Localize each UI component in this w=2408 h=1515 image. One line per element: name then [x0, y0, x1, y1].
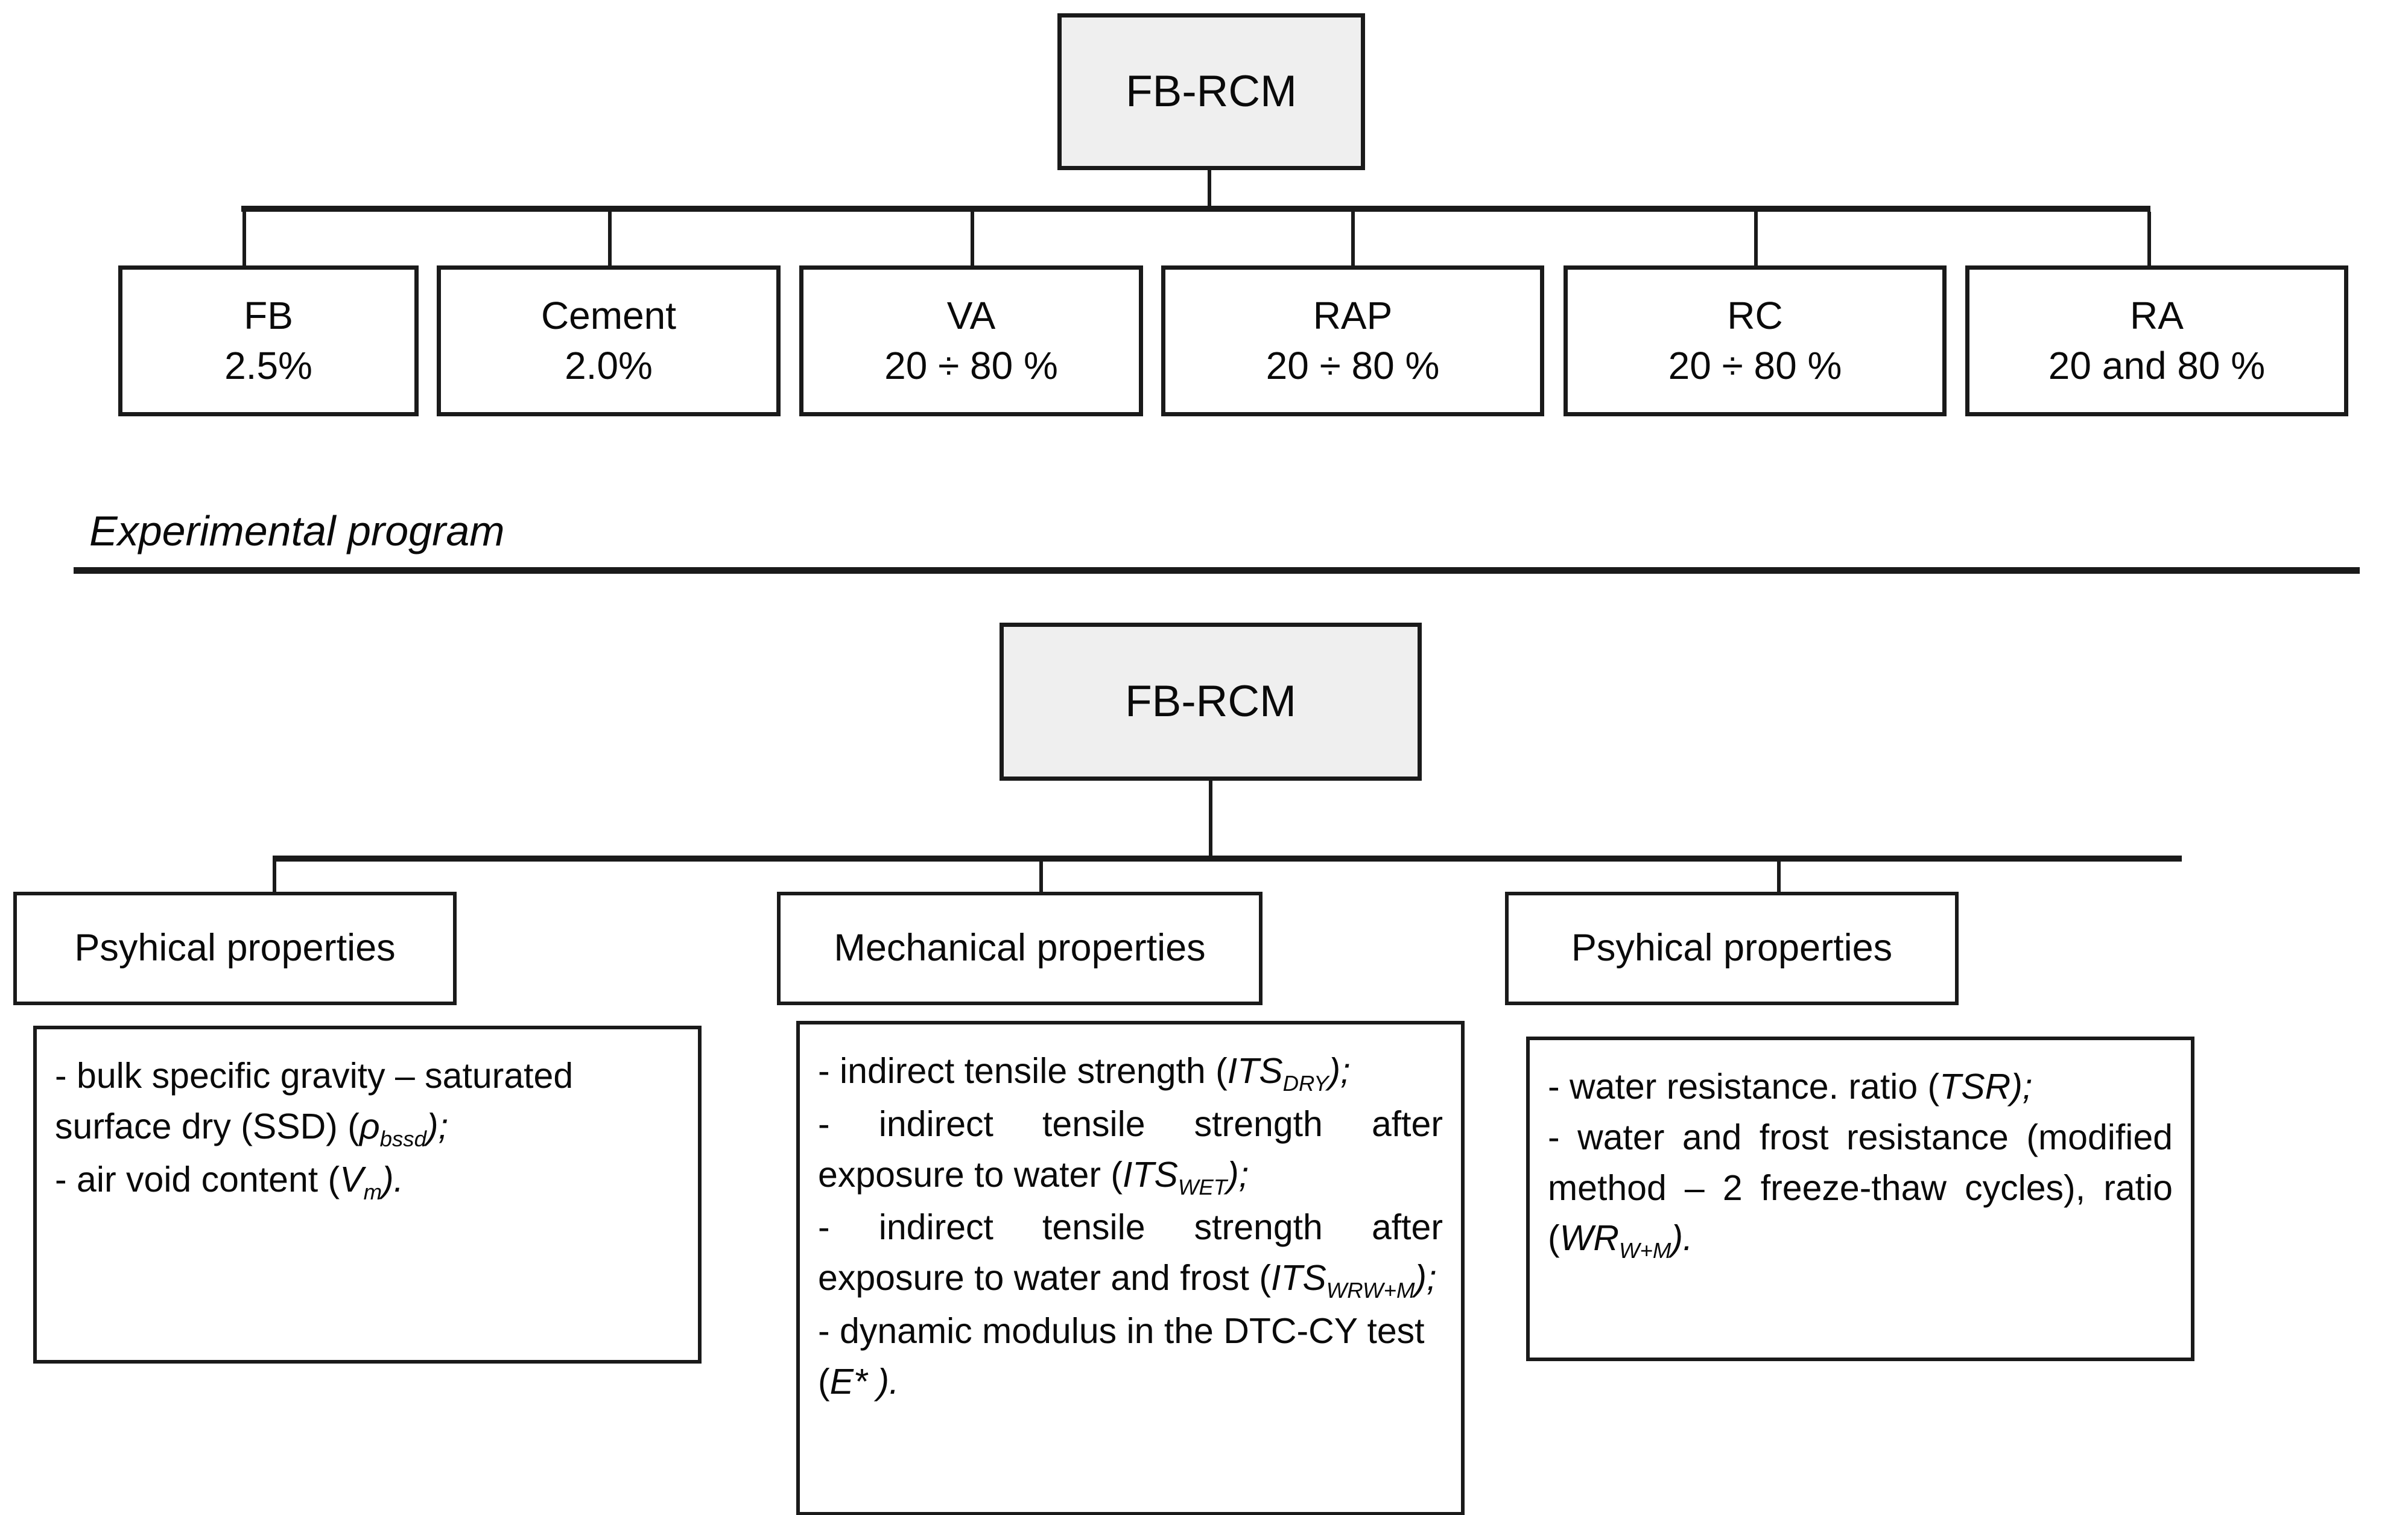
connector-to-component-ra: [2147, 212, 2151, 267]
connector-to-component-fb: [242, 212, 246, 267]
connector-to-component-cement: [608, 212, 612, 267]
component-name: VA: [946, 293, 996, 337]
component-value: 20 and 80 %: [2048, 344, 2266, 387]
component-value: 2.0%: [565, 344, 653, 387]
list-item: - water and frost resistance (modified m…: [1548, 1117, 2173, 1263]
list-item: - indirect tensile strength (ITSDRY);: [818, 1051, 1351, 1096]
list-item: - indirect tensile strength after exposu…: [818, 1207, 1443, 1303]
symbol-rho-bssd: ρbssd: [359, 1106, 426, 1151]
component-node-fb: FB 2.5%: [118, 265, 419, 416]
list-item: - dynamic modulus in the DTC-CY test (E*…: [818, 1310, 1425, 1402]
symbol-its-wet: ITSWET: [1123, 1154, 1228, 1199]
group-header-label: Mechanical properties: [834, 927, 1206, 970]
bottom-root-node: FB-RCM: [1000, 623, 1422, 781]
component-name: RC: [1727, 293, 1783, 337]
component-node-cement: Cement 2.0%: [437, 265, 781, 416]
group-header-label: Psyhical properties: [74, 927, 396, 970]
symbol-vm: Vm: [340, 1159, 382, 1204]
component-value: 20 ÷ 80 %: [1668, 344, 1842, 387]
component-name: Cement: [540, 293, 677, 337]
connector-to-mechanical-properties: [1039, 861, 1043, 895]
resistance-properties-list: - water resistance. ratio (TSR); - water…: [1526, 1037, 2194, 1361]
group-header-physical-properties: Psyhical properties: [13, 892, 457, 1005]
component-node-rc: RC 20 ÷ 80 %: [1564, 265, 1947, 416]
group-header-label: Psyhical properties: [1571, 927, 1893, 970]
group-header-mechanical-properties: Mechanical properties: [777, 892, 1263, 1005]
component-name: RA: [2130, 293, 2184, 337]
bottom-root-label: FB-RCM: [1125, 676, 1296, 726]
symbol-its-dry: ITSDRY: [1227, 1051, 1329, 1096]
mechanical-properties-list: - indirect tensile strength (ITSDRY); - …: [796, 1021, 1465, 1515]
list-item: - indirect tensile strength after exposu…: [818, 1104, 1443, 1199]
component-node-va: VA 20 ÷ 80 %: [799, 265, 1143, 416]
connector-to-physical-properties: [273, 861, 276, 895]
top-horizontal-bus-connector: [241, 206, 2150, 212]
bottom-root-stem-connector: [1209, 781, 1212, 859]
list-item: - water resistance. ratio (TSR);: [1548, 1067, 2033, 1107]
component-value: 20 ÷ 80 %: [884, 344, 1058, 387]
component-value: 2.5%: [224, 344, 312, 387]
bottom-horizontal-bus-connector: [273, 856, 2182, 862]
section-title: Experimental program: [89, 507, 505, 554]
physical-properties-list: - bulk specific gravity – saturated surf…: [33, 1026, 702, 1364]
connector-to-component-rap: [1351, 212, 1355, 267]
symbol-e-star: E*: [829, 1361, 867, 1402]
component-node-rap: RAP 20 ÷ 80 %: [1161, 265, 1544, 416]
connector-to-component-rc: [1754, 212, 1758, 267]
component-value: 20 ÷ 80 %: [1266, 344, 1440, 387]
symbol-wr-wm: WRW+M: [1559, 1218, 1671, 1263]
component-name: RAP: [1313, 293, 1393, 337]
top-root-node: FB-RCM: [1057, 13, 1365, 170]
top-root-label: FB-RCM: [1126, 66, 1297, 116]
symbol-its-wrwm: ITSWRW+M: [1270, 1258, 1415, 1303]
component-name: FB: [244, 293, 293, 337]
list-item: - air void content (Vm).: [55, 1159, 404, 1204]
list-item: - bulk specific gravity – saturated surf…: [55, 1056, 574, 1151]
top-root-stem-connector: [1208, 170, 1211, 209]
component-node-ra: RA 20 and 80 %: [1965, 265, 2348, 416]
symbol-tsr: TSR: [1939, 1067, 2011, 1107]
connector-to-component-va: [971, 212, 974, 267]
group-header-resistance-properties: Psyhical properties: [1505, 892, 1959, 1005]
section-divider-rule: [74, 567, 2360, 574]
connector-to-resistance-properties: [1777, 861, 1781, 895]
